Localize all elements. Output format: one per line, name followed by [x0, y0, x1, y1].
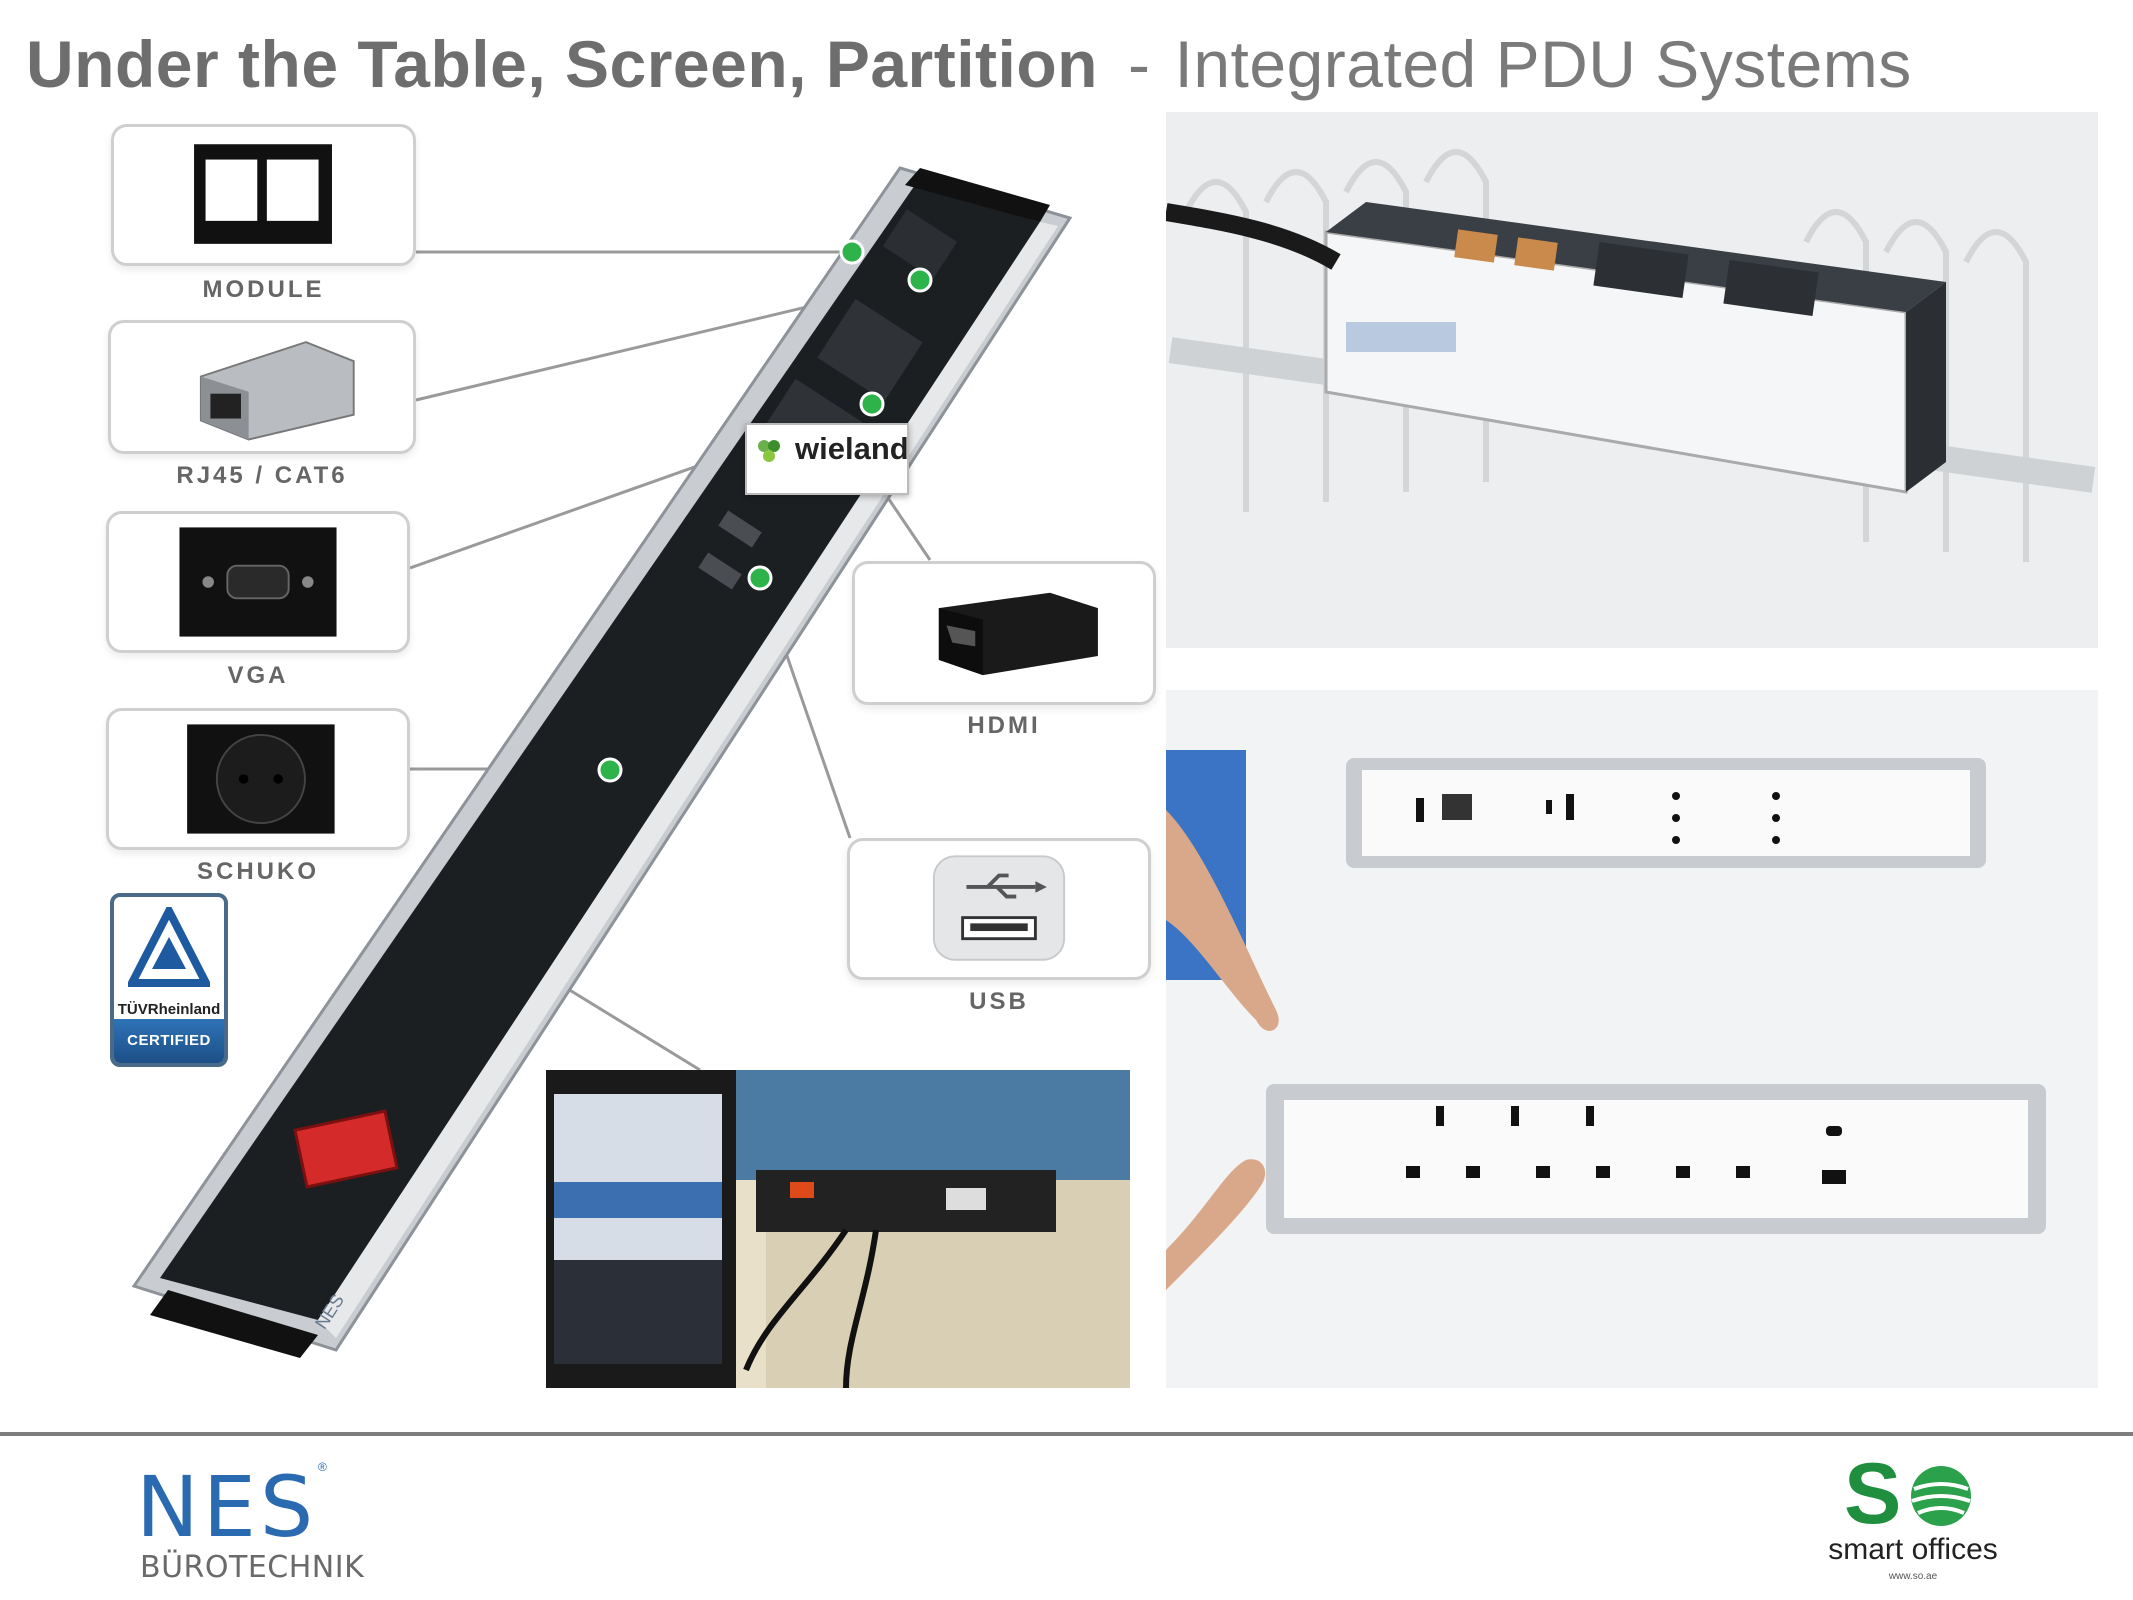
wieland-leaf-icon	[758, 440, 780, 462]
photo-cable-tray-pdu	[1166, 112, 2098, 648]
tuv-triangle-icon	[128, 907, 210, 987]
callout-label-vga: VGA	[227, 662, 289, 689]
usb-port-icon	[932, 855, 1066, 961]
tuv-brand: TÜVRheinland	[117, 1001, 221, 1018]
photo-desk-installation	[546, 1070, 1130, 1388]
nes-logo-sub: BÜROTECHNIK	[140, 1550, 365, 1585]
usb-symbol-icon	[966, 873, 1036, 899]
title-main: Under the Table, Screen, Partition	[26, 27, 1099, 101]
callout-label-rj45: RJ45 / CAT6	[176, 462, 348, 489]
page-title: Under the Table, Screen, Partition-Integ…	[26, 26, 1912, 102]
callout-hdmi	[852, 561, 1156, 705]
callout-schuko	[106, 708, 410, 850]
title-separator: -	[1128, 27, 1151, 101]
so-logo-url: www.so.ae	[1888, 1571, 1938, 1582]
rj45-connector-icon	[199, 341, 355, 441]
callout-rj45	[108, 320, 416, 454]
nes-logo-mark: NES	[136, 1458, 318, 1556]
nes-registered-mark: ®	[318, 1460, 327, 1474]
callout-usb	[847, 838, 1151, 980]
power-switch	[293, 1109, 399, 1189]
smart-offices-logo: S smart offices www.so.ae	[1808, 1446, 2018, 1595]
footer-divider	[0, 1432, 2133, 1436]
callout-label-usb: USB	[969, 988, 1029, 1015]
tuv-certified-badge: TÜVRheinland CERTIFIED	[110, 893, 228, 1067]
callout-module	[111, 124, 416, 266]
title-subtitle: Integrated PDU Systems	[1174, 27, 1912, 101]
photo-desk-pdu-strips	[1166, 690, 2098, 1388]
nes-logo: NES ® BÜROTECHNIK	[136, 1458, 364, 1588]
globe-icon	[1911, 1466, 1971, 1526]
tuv-certified-label: CERTIFIED	[114, 1019, 224, 1063]
hdmi-connector-icon	[938, 592, 1098, 676]
so-logo-mark: S	[1844, 1446, 1902, 1542]
callout-vga	[106, 511, 410, 653]
callout-label-hdmi: HDMI	[967, 712, 1041, 739]
so-logo-name: smart offices	[1828, 1533, 1998, 1566]
green-dot-icon	[597, 239, 933, 783]
wieland-name: wieland	[795, 431, 909, 466]
callout-label-schuko: SCHUKO	[196, 858, 319, 885]
module-frame-icon	[194, 144, 332, 244]
schuko-socket-icon	[187, 724, 335, 834]
callout-label-module: MODULE	[202, 276, 325, 303]
wieland-label: wieland	[745, 423, 909, 495]
vga-connector-icon	[179, 527, 337, 637]
